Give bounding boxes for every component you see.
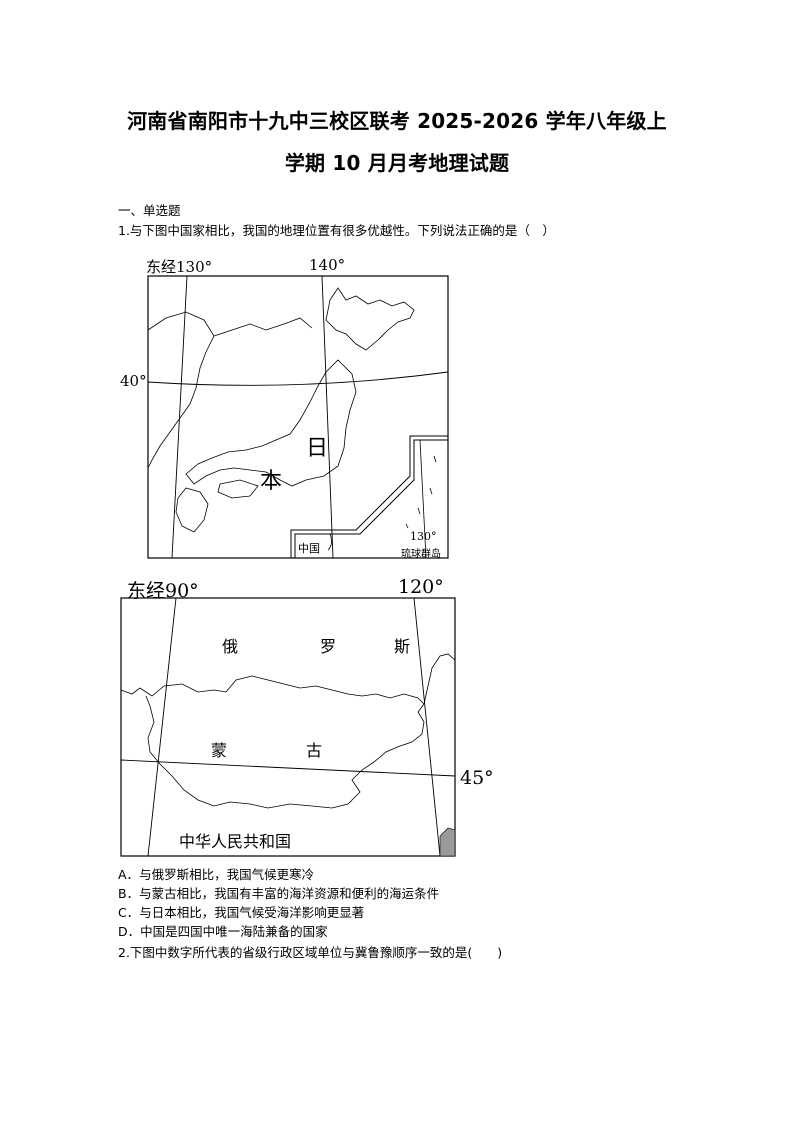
- document-title-line-2: 学期 10 月月考地理试题: [284, 151, 510, 175]
- option-d-text: 中国是四国中唯一海陆兼备的国家: [140, 924, 328, 939]
- kyushu-coast: [175, 487, 209, 533]
- mongolia-label-lon-90: 东经90°: [127, 580, 199, 602]
- honshu-coast: [185, 359, 357, 487]
- japan-label-lon-140: 140°: [309, 256, 346, 274]
- mongolia-label-lon-120: 120°: [398, 576, 444, 598]
- option-c-text: 与日本相比，我国气候受海洋影响更显著: [139, 905, 365, 920]
- question-2-stem: 2.下图中数字所代表的省级行政区域单位与冀鲁豫顺序一致的是( ): [118, 945, 503, 960]
- inset-meridian-130: [419, 439, 427, 559]
- japan-label-ri: 日: [306, 436, 329, 461]
- option-a-text: 与俄罗斯相比，我国气候更寒冷: [139, 867, 315, 882]
- option-b-key: B．: [118, 886, 140, 901]
- japan-parallel-40: [147, 371, 449, 386]
- option-a-key: A．: [118, 867, 140, 882]
- russia-label-char-2: 罗: [320, 637, 337, 656]
- japan-meridian-140: [321, 275, 334, 559]
- option-a[interactable]: A．与俄罗斯相比，我国气候更寒冷: [118, 864, 314, 883]
- ryukyu-islands: [405, 455, 437, 529]
- inset-border-outer: [290, 435, 448, 558]
- russia-label-char-1: 俄: [222, 637, 239, 656]
- japan-label-ben: 本: [260, 469, 283, 494]
- china-label: 中华人民共和国: [179, 832, 292, 851]
- continent-coast-north: [213, 317, 313, 337]
- inset-label-lon: 130°: [410, 530, 437, 543]
- inset-label-china: 中国: [298, 542, 320, 555]
- japan-map-frame: [147, 275, 449, 559]
- option-b[interactable]: B．与蒙古相比，我国有丰富的海洋资源和便利的海运条件: [118, 883, 439, 902]
- shikoku-coast: [217, 479, 259, 499]
- option-c-key: C．: [118, 905, 140, 920]
- inset-border-inner: [294, 439, 448, 558]
- inset-label-islands: 琉球群岛: [401, 549, 441, 560]
- question-1-stem: 1.与下图中国家相比，我国的地理位置有很多优越性。下列说法正确的是（ ）: [118, 223, 555, 238]
- mongolia-label-char-2: 古: [306, 741, 323, 760]
- mongolia-label-lat-45: 45°: [460, 767, 494, 789]
- inset-coast: [327, 533, 332, 551]
- document-title-line-1: 河南省南阳市十九中三校区联考 2025-2026 学年八年级上: [127, 109, 667, 133]
- japan-meridian-130: [171, 275, 188, 559]
- japan-label-lon-130: 东经130°: [146, 258, 213, 276]
- option-b-text: 与蒙古相比，我国有丰富的海洋资源和便利的海运条件: [139, 886, 440, 901]
- option-c[interactable]: C．与日本相比，我国气候受海洋影响更显著: [118, 902, 364, 921]
- russia-label-char-3: 斯: [394, 637, 411, 656]
- section-heading: 一、单选题: [118, 203, 181, 218]
- mongolia-label-char-1: 蒙: [211, 741, 228, 760]
- hokkaido-coast: [325, 287, 415, 351]
- japan-label-lat-40: 40°: [120, 372, 147, 390]
- option-d-key: D．: [118, 924, 141, 939]
- mainland-coast: [147, 311, 215, 469]
- option-d[interactable]: D．中国是四国中唯一海陆兼备的国家: [118, 921, 328, 940]
